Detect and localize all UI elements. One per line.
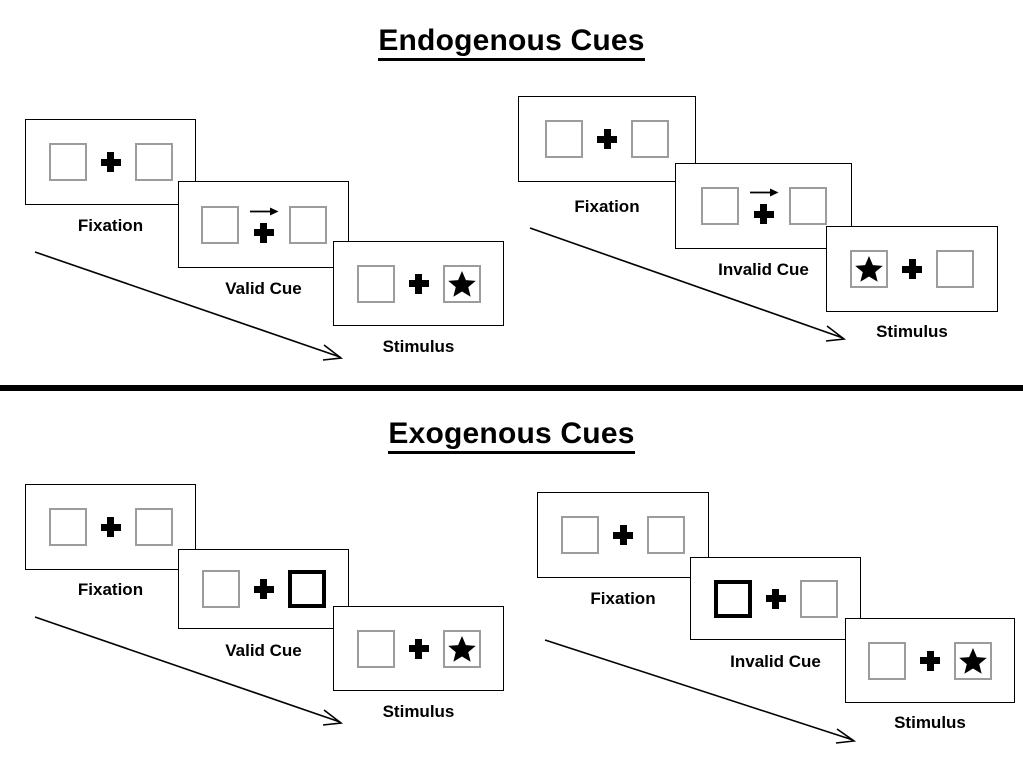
right-placeholder-box xyxy=(647,516,685,554)
fixation-cross-icon xyxy=(753,204,774,224)
caption-exogenous-invalid-stimulus: Stimulus xyxy=(894,713,966,732)
frame-exogenous-valid-stimulus xyxy=(333,606,504,691)
caption-endogenous-invalid-cue: Invalid Cue xyxy=(718,260,809,279)
arrow-right-icon xyxy=(749,188,778,197)
star-target-icon xyxy=(959,647,987,674)
fixation-cross-icon xyxy=(613,525,633,545)
section-title-endogenous: Endogenous Cues xyxy=(0,24,1023,61)
frame-exogenous-valid-fixation xyxy=(25,484,196,570)
left-cued-box xyxy=(713,579,752,618)
section-title-endogenous-text: Endogenous Cues xyxy=(378,24,645,61)
right-target-box xyxy=(954,641,992,680)
left-placeholder-box xyxy=(200,205,239,244)
arrow-right-icon xyxy=(249,207,278,215)
fixation-cross-icon xyxy=(765,588,786,609)
left-placeholder-box xyxy=(868,641,906,680)
right-placeholder-box xyxy=(134,143,173,181)
right-placeholder-box xyxy=(134,508,173,546)
caption-endogenous-invalid-fixation: Fixation xyxy=(574,197,640,216)
central-arrow-cue xyxy=(749,187,778,225)
fixation-cross-icon xyxy=(408,638,429,659)
time-arrow-endogenous-valid xyxy=(34,251,344,361)
star-target-icon xyxy=(447,270,476,297)
right-cued-box xyxy=(287,570,326,608)
caption-exogenous-invalid-cue: Invalid Cue xyxy=(730,652,821,671)
left-placeholder-box xyxy=(561,516,599,554)
fixation-cross-icon xyxy=(920,650,940,671)
right-placeholder-box xyxy=(936,250,974,288)
fixation-cross-icon xyxy=(253,222,274,243)
frame-exogenous-valid-cue xyxy=(178,549,349,629)
left-placeholder-box xyxy=(356,629,395,668)
right-placeholder-box xyxy=(799,579,838,618)
fixation-cross-icon xyxy=(408,273,429,294)
left-placeholder-box xyxy=(201,570,240,608)
caption-endogenous-valid-stimulus: Stimulus xyxy=(382,337,455,356)
frame-endogenous-invalid-fixation xyxy=(518,96,696,182)
fixation-cross-icon xyxy=(100,152,121,172)
star-target-icon xyxy=(855,256,883,282)
fixation-cross-icon xyxy=(100,517,121,537)
caption-exogenous-valid-cue: Valid Cue xyxy=(225,641,302,660)
section-divider xyxy=(0,385,1023,391)
section-title-exogenous: Exogenous Cues xyxy=(0,417,1023,454)
caption-exogenous-valid-stimulus: Stimulus xyxy=(382,702,455,721)
frame-endogenous-valid-stimulus xyxy=(333,241,504,326)
fixation-cross-icon xyxy=(597,129,617,149)
frame-exogenous-invalid-stimulus xyxy=(845,618,1015,703)
frame-exogenous-invalid-cue xyxy=(690,557,861,640)
frame-endogenous-valid-fixation xyxy=(25,119,196,205)
caption-endogenous-invalid-stimulus: Stimulus xyxy=(876,322,948,341)
caption-endogenous-valid-fixation: Fixation xyxy=(77,216,144,235)
right-target-box xyxy=(442,264,481,303)
right-target-box xyxy=(442,629,481,668)
frame-exogenous-invalid-fixation xyxy=(537,492,709,578)
left-placeholder-box xyxy=(48,143,87,181)
caption-endogenous-valid-cue: Valid Cue xyxy=(225,279,302,298)
left-target-box xyxy=(850,250,888,288)
caption-exogenous-invalid-fixation: Fixation xyxy=(590,589,656,608)
right-placeholder-box xyxy=(788,187,827,225)
right-placeholder-box xyxy=(288,205,327,244)
left-placeholder-box xyxy=(545,120,583,158)
section-title-exogenous-text: Exogenous Cues xyxy=(388,417,635,454)
central-arrow-cue xyxy=(249,206,278,244)
frame-endogenous-invalid-stimulus xyxy=(826,226,998,312)
fixation-cross-icon xyxy=(253,579,274,599)
caption-exogenous-valid-fixation: Fixation xyxy=(77,580,144,599)
frame-endogenous-valid-cue xyxy=(178,181,349,268)
left-placeholder-box xyxy=(700,187,739,225)
frame-endogenous-invalid-cue xyxy=(675,163,852,249)
left-placeholder-box xyxy=(48,508,87,546)
left-placeholder-box xyxy=(356,264,395,303)
time-arrow-exogenous-valid xyxy=(34,616,344,726)
fixation-cross-icon xyxy=(902,259,922,279)
star-target-icon xyxy=(447,635,476,662)
right-placeholder-box xyxy=(631,120,669,158)
